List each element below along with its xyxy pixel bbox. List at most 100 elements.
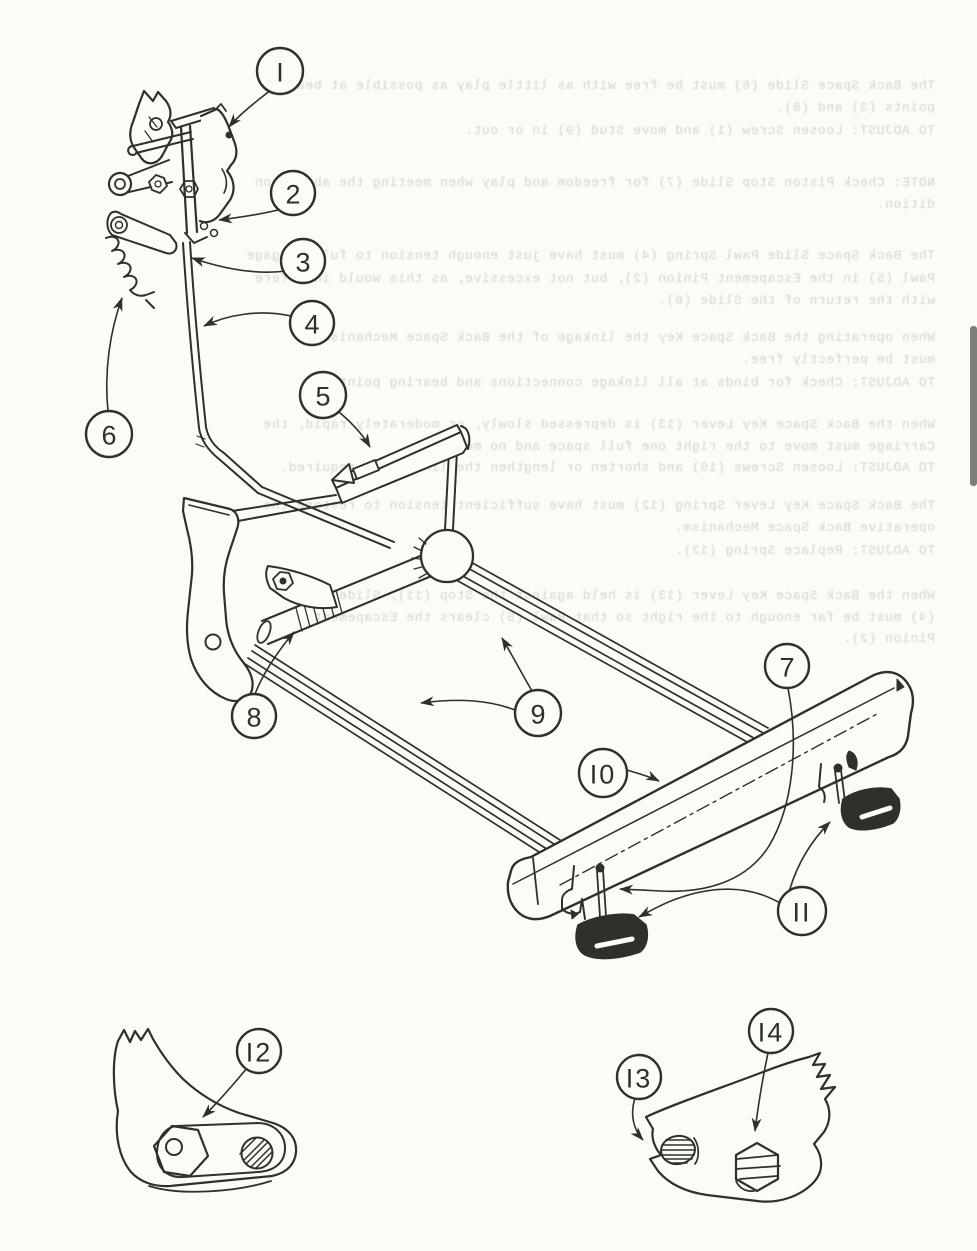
callout-circle xyxy=(513,688,563,738)
leader-line-1 xyxy=(228,89,272,128)
callout-number: I4 xyxy=(758,1018,785,1048)
base-bar xyxy=(506,670,915,921)
detail-right-cylinder xyxy=(660,1134,696,1166)
nut-hole xyxy=(185,185,193,193)
stud-hatch xyxy=(239,1137,257,1155)
callout-circle xyxy=(776,885,828,937)
callout-circle xyxy=(279,237,327,285)
foot-bracket-right xyxy=(818,763,826,803)
callout-1: I xyxy=(255,46,305,96)
side-plate-fold xyxy=(188,504,230,516)
hex-slot xyxy=(739,1175,778,1180)
hex-under-arc xyxy=(735,1180,755,1192)
callout-number: 3 xyxy=(295,248,310,278)
callout-circle xyxy=(269,169,317,217)
hub-tick xyxy=(418,573,427,579)
detail-right-outline xyxy=(644,1051,837,1203)
hub-tick xyxy=(411,557,421,560)
tray-clip xyxy=(352,459,380,480)
callout-number: 2 xyxy=(285,180,300,210)
leader-line-8 xyxy=(254,631,295,695)
cross-shaft-end xyxy=(256,620,272,644)
base-bar-centerline xyxy=(559,713,878,886)
pull-rod xyxy=(182,242,200,429)
rail-upper xyxy=(457,580,759,749)
foot-pad-slot-right xyxy=(859,805,893,820)
pull-rod xyxy=(189,241,207,428)
callout-circle xyxy=(763,642,811,690)
foot-pin-right xyxy=(834,770,840,804)
clevis-screw xyxy=(199,221,209,231)
detail-left-base xyxy=(148,1180,272,1193)
foot-pin-right xyxy=(840,769,846,803)
hub-tick xyxy=(413,546,423,552)
base-bar-arris xyxy=(512,687,895,885)
base-bar-face xyxy=(532,857,539,905)
eyelet xyxy=(107,171,133,197)
post xyxy=(444,451,450,531)
tray-fold xyxy=(331,463,355,484)
pull-rod-bend xyxy=(205,426,263,488)
callout-6: 6 xyxy=(84,409,134,459)
callout-11: II xyxy=(776,885,828,937)
leader-line-13 xyxy=(630,1097,644,1141)
strap xyxy=(127,159,170,177)
callout-number: I xyxy=(276,58,284,88)
pivot xyxy=(110,216,128,234)
callout-circle xyxy=(288,299,336,347)
leader-line-14 xyxy=(751,1052,769,1132)
claw-hole xyxy=(149,117,163,131)
rail-lower xyxy=(251,650,558,847)
leader-line-6 xyxy=(105,297,123,412)
spring-tick xyxy=(145,299,155,309)
leader-line-7 xyxy=(619,687,795,895)
callout-circle xyxy=(577,747,629,799)
clevis-nut-hole xyxy=(279,577,287,585)
callout-circle xyxy=(615,1053,663,1101)
callout-circle xyxy=(235,1027,283,1075)
rail-upper xyxy=(460,574,762,743)
bracket-inner xyxy=(221,168,228,194)
hub-tick xyxy=(413,566,423,570)
base-bar-tick xyxy=(896,678,905,692)
callout-8: 8 xyxy=(230,692,278,740)
frame-member xyxy=(257,492,391,549)
leader-line-11 xyxy=(638,888,781,918)
foot-pad-left xyxy=(575,913,649,960)
callout-number: 5 xyxy=(315,382,330,412)
callout-number: II xyxy=(792,898,811,928)
knurl xyxy=(335,589,343,614)
foot-pad-slot-left xyxy=(594,936,635,949)
hex-slot xyxy=(735,1165,781,1170)
foot-bracket-left xyxy=(561,865,586,920)
pivot xyxy=(114,220,124,230)
rod-tick xyxy=(196,435,206,440)
stud-hatch xyxy=(255,1151,273,1169)
leader-line-2 xyxy=(218,208,283,224)
detail-left-hex-hole xyxy=(165,1138,183,1156)
frame-edge xyxy=(237,501,343,522)
tray-cap xyxy=(460,425,471,450)
foot-bolt-right xyxy=(833,763,843,773)
foot-pin-left xyxy=(602,869,607,917)
callout-number: I3 xyxy=(626,1064,653,1094)
cross-shaft xyxy=(260,550,432,623)
side-plate xyxy=(181,496,254,703)
callout-number: 8 xyxy=(246,703,261,733)
nut-hole xyxy=(154,180,162,188)
stud-hatch xyxy=(245,1141,269,1165)
leader-line-11 xyxy=(788,821,831,893)
callout-10: I0 xyxy=(577,747,629,799)
bracket-step xyxy=(215,103,227,112)
callout-2: 2 xyxy=(269,169,317,217)
knurl xyxy=(295,607,303,632)
side-plate-hole xyxy=(204,633,222,651)
callout-9: 9 xyxy=(513,688,563,738)
leader-line-5 xyxy=(338,411,371,448)
leader-line-3 xyxy=(191,257,287,273)
pivot-arm xyxy=(106,210,178,255)
hub xyxy=(419,528,475,584)
callout-circle xyxy=(747,1007,795,1055)
